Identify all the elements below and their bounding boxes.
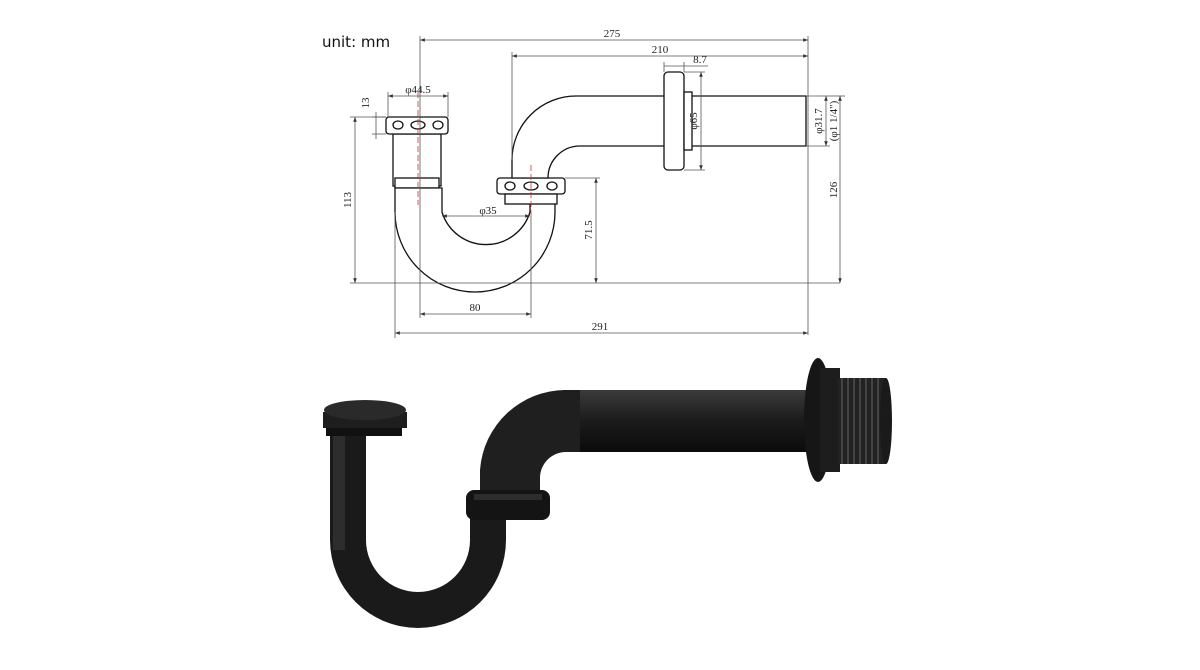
dim-8-7: 8.7 [693, 54, 707, 66]
inlet-ring [394, 177, 440, 189]
dim-13: 13 [360, 97, 372, 109]
dim-phi-31-7: φ31.7 [813, 108, 825, 134]
render-u-bend [330, 430, 506, 628]
flange-collar [683, 91, 693, 151]
dim-71-5: 71.5 [583, 220, 595, 240]
wall-flange [663, 71, 685, 171]
dim-210: 210 [652, 44, 669, 56]
dim-phi-inch: (φ1 1/4") [828, 100, 840, 141]
dim-phi-65: φ65 [688, 112, 700, 130]
line-drawing: 275 210 8.7 φ44.5 13 φ65 φ31.7 (φ1 1/4") [342, 28, 845, 338]
dim-113: 113 [342, 191, 354, 208]
dim-80: 80 [470, 302, 482, 314]
dim-phi-35: φ35 [479, 205, 497, 217]
render-arm [560, 390, 822, 452]
product-render [323, 358, 892, 628]
dim-126: 126 [828, 181, 840, 198]
dim-291: 291 [592, 321, 609, 333]
render-elbow [480, 389, 580, 500]
dim-275: 275 [604, 28, 621, 40]
elbow-pipe [511, 95, 807, 179]
unit-label: unit: mm [322, 33, 391, 51]
dim-phi-44-5: φ44.5 [405, 84, 431, 96]
